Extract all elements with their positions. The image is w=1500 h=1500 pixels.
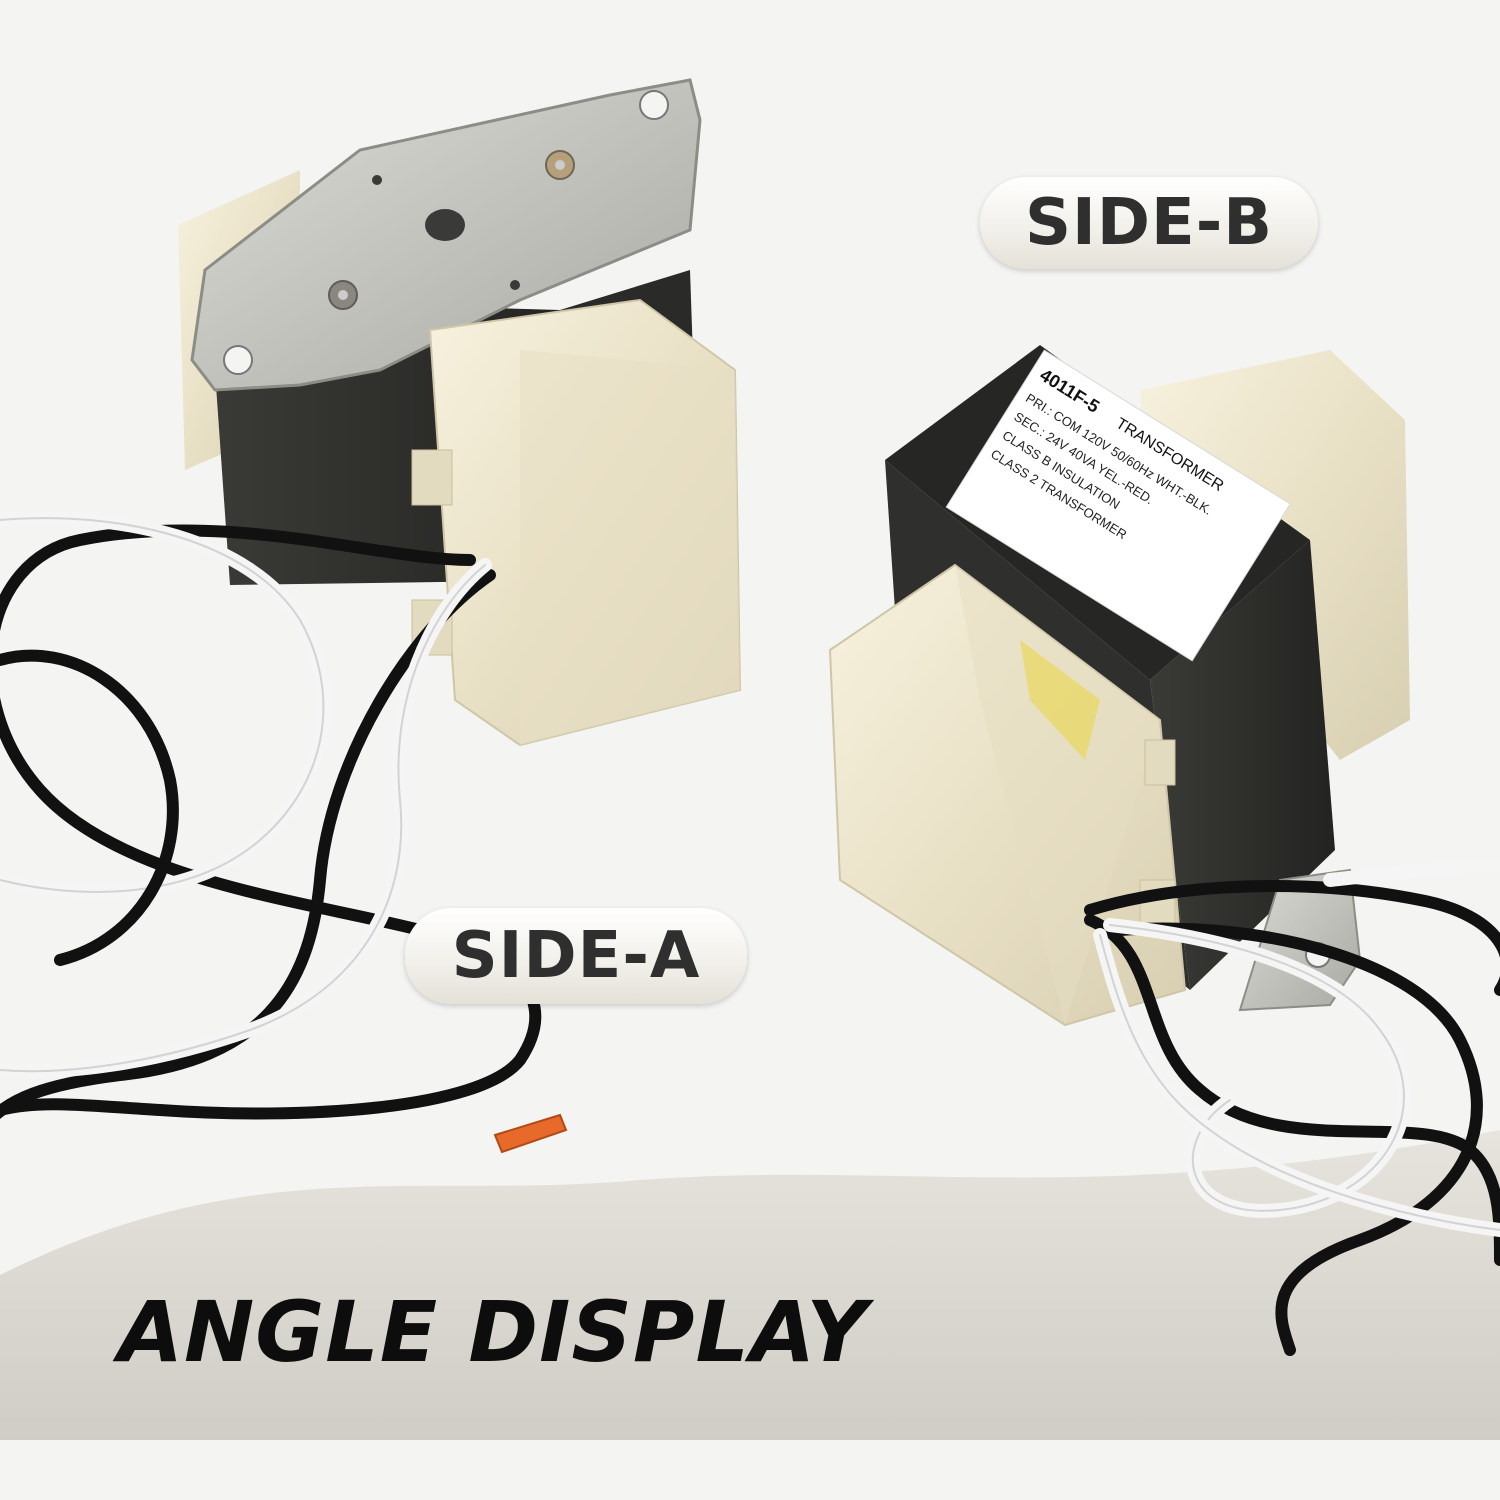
angle-display-title: ANGLE DISPLAY (118, 1283, 869, 1381)
side-a-badge: SIDE-A (405, 908, 747, 1004)
side-b-badge: SIDE-B (980, 177, 1318, 269)
transformer-side-a (178, 78, 742, 747)
wire-terminal (493, 1113, 568, 1154)
wires-side-b (1084, 858, 1500, 1356)
side-a-label: SIDE-A (451, 919, 701, 993)
side-b-label: SIDE-B (1024, 186, 1274, 260)
wires-side-a (0, 511, 542, 1120)
footer-wave (0, 1130, 1500, 1440)
rating-label: 4011F-5 TRANSFORMER PRI.: COM 120V 50/60… (945, 349, 1291, 662)
